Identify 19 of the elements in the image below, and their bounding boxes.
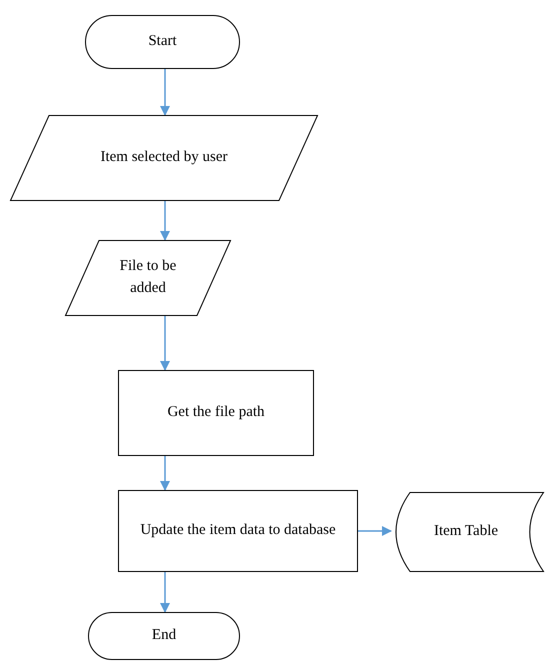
input-parallelogram: [65, 240, 231, 316]
arrow: [160, 456, 170, 491]
node-label: Update the item data to database: [140, 521, 336, 540]
start-terminal: [85, 15, 240, 69]
process-box: [118, 370, 314, 456]
node-label: Item Table: [434, 522, 498, 542]
process-box: [118, 490, 358, 572]
node-label: Item selected by user: [100, 148, 228, 168]
node-label: Get the file path: [167, 403, 265, 422]
arrow: [160, 316, 170, 371]
node-label: File to be added: [118, 257, 178, 298]
end-terminal: [88, 612, 240, 660]
arrow: [160, 572, 170, 613]
arrow: [160, 69, 170, 116]
input-parallelogram: [10, 115, 318, 201]
arrow: [358, 526, 392, 536]
arrow: [160, 201, 170, 241]
node-label: Start: [148, 32, 177, 52]
node-label: End: [152, 626, 176, 646]
